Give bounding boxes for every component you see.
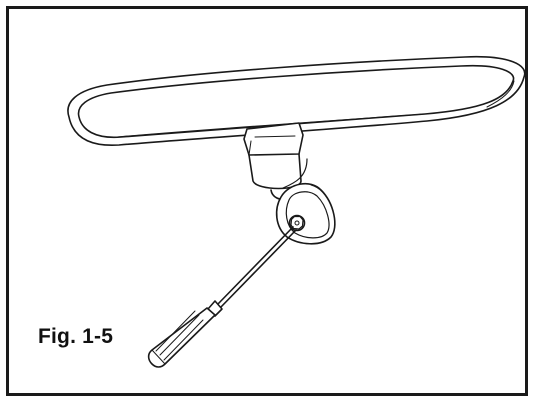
- figure-label: Fig. 1-5: [38, 325, 114, 348]
- screwdriver-icon: [147, 226, 297, 368]
- rearview-mirror-icon: [67, 55, 525, 146]
- mirror-mount: [243, 122, 308, 201]
- figure-frame: Fig. 1-5: [6, 6, 528, 396]
- mirror-removal-illustration: [67, 55, 525, 368]
